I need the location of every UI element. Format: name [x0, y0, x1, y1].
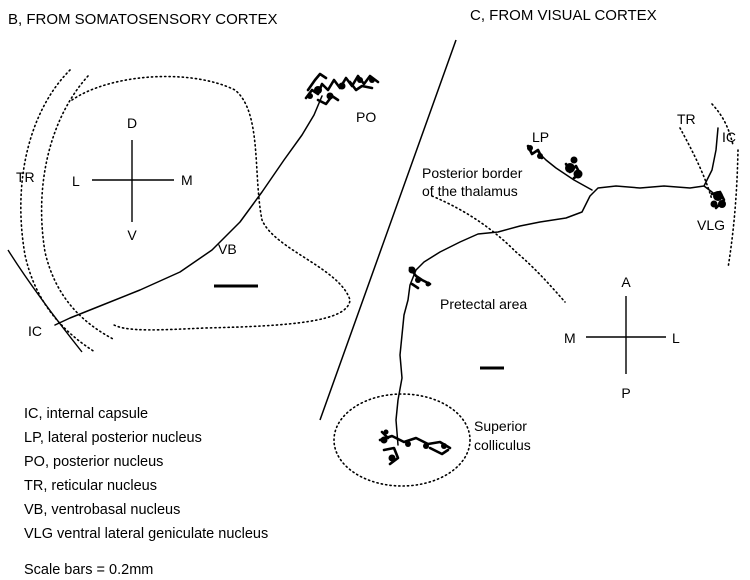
po-terminal-arbor [304, 72, 380, 106]
vlg-boundary [727, 149, 739, 269]
legend: IC, internal capsule LP, lateral posteri… [24, 406, 268, 578]
panel-title-visual: C, FROM VISUAL CORTEX [470, 7, 657, 24]
legend-item: VB, ventrobasal nucleus [24, 502, 180, 518]
vb-boundary [71, 75, 351, 331]
orientation-anterior: A [621, 274, 631, 290]
axon-visual [395, 127, 719, 446]
panel-somatosensory: B, FROM SOMATOSENSORY CORTEX D [7, 11, 380, 353]
label-ic-somatosensory: IC [28, 323, 42, 339]
label-tr-somatosensory: TR [16, 169, 35, 185]
superior-colliculus-boundary [333, 393, 471, 487]
label-po: PO [356, 109, 376, 125]
axon-somatosensory [54, 95, 323, 326]
posterior-border-thalamus [431, 195, 566, 303]
tr-boundary-visual [679, 127, 713, 201]
label-vb: VB [218, 241, 237, 257]
tr-boundary-inner [40, 75, 116, 341]
orientation-lateral-visual: L [672, 330, 680, 346]
label-ic-visual: IC [722, 129, 736, 145]
vlg-terminal-arbor [710, 190, 726, 210]
label-vlg: VLG [697, 217, 725, 233]
orientation-medial-visual: M [564, 330, 576, 346]
tr-boundary-outer [20, 69, 96, 353]
label-pretectal: Pretectal area [440, 296, 527, 312]
orientation-dorsal: D [127, 115, 137, 131]
label-superior-2: colliculus [474, 437, 531, 453]
legend-item: PO, posterior nucleus [24, 454, 163, 470]
orientation-medial: M [181, 172, 193, 188]
legend-item: LP, lateral posterior nucleus [24, 430, 202, 446]
sc-terminal-arbor [378, 429, 452, 466]
ic-boundary-visual [711, 103, 734, 146]
orientation-cross-somatosensory: D V L M [72, 115, 193, 243]
label-posterior-border-1: Posterior border [422, 165, 523, 181]
axon-branch-lp [537, 151, 593, 191]
orientation-posterior: P [621, 385, 630, 401]
orientation-ventral: V [127, 227, 137, 243]
label-lp: LP [532, 129, 549, 145]
panel-visual: C, FROM VISUAL CORTEX [333, 7, 739, 487]
label-posterior-border-2: of the thalamus [422, 183, 518, 199]
panel-divider [319, 39, 457, 421]
orientation-lateral: L [72, 173, 80, 189]
legend-item: IC, internal capsule [24, 406, 148, 422]
ic-boundary [7, 249, 83, 353]
panel-title-somatosensory: B, FROM SOMATOSENSORY CORTEX [8, 11, 278, 28]
legend-item: VLG ventral lateral geniculate nucleus [24, 526, 268, 542]
label-superior-1: Superior [474, 418, 527, 434]
orientation-cross-visual: A P M L [564, 274, 680, 401]
legend-item: TR, reticular nucleus [24, 478, 157, 494]
scale-note: Scale bars = 0.2mm [24, 562, 153, 578]
label-tr-visual: TR [677, 111, 696, 127]
pretectal-terminal-arbor [408, 266, 432, 290]
lp-terminal-arbor [526, 144, 583, 180]
